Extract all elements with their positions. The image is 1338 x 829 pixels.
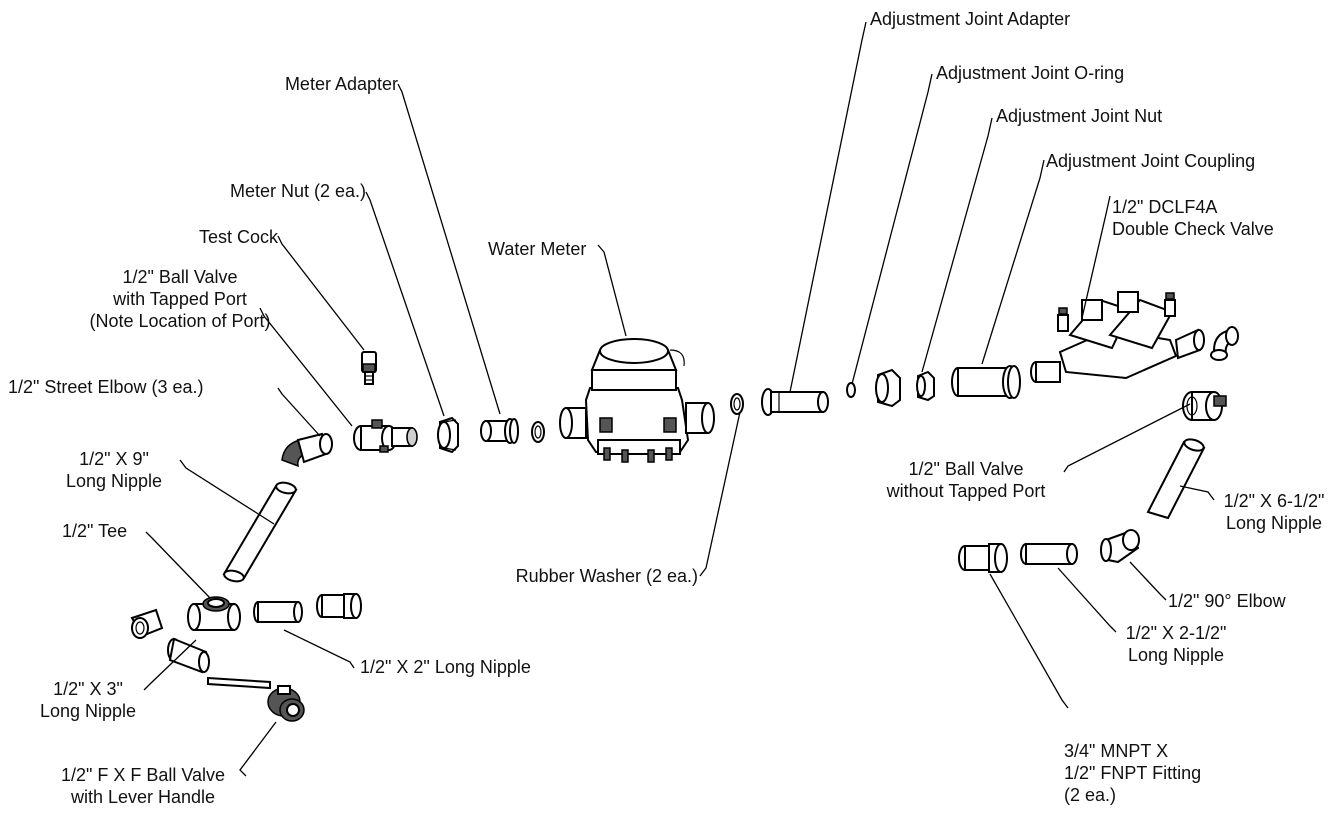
dcv-outlet-elbow-part (1210, 326, 1239, 361)
label-meter-nut: Meter Nut (2 ea.) (229, 181, 366, 201)
adjustment-joint-adapter-part (761, 388, 829, 416)
adjustment-joint-nut-part (875, 368, 901, 408)
label-meter-adapter: Meter Adapter (284, 74, 398, 94)
label-elbow-90: 1/2" 90° Elbow (1168, 591, 1286, 611)
nipple-9-part (222, 481, 298, 583)
rubber-washer-left-part (531, 421, 545, 443)
label-adjustment-joint-coupling: Adjustment Joint Coupling (1046, 151, 1256, 171)
label-nipple-2: 1/2" X 2" Long Nipple (360, 657, 531, 677)
label-tee: 1/2" Tee (62, 521, 128, 541)
tee-part (187, 596, 241, 631)
ball-valve-tapped-part (353, 419, 418, 453)
label-ffball-valve: 1/2" F X F Ball Valve with Lever Handle (60, 765, 226, 807)
meter-adapter-part (480, 418, 519, 444)
elbow-90-part (1100, 529, 1140, 564)
adjustment-joint-oring-part (846, 382, 856, 398)
fitting-right-part (958, 543, 1008, 573)
label-nipple-6-5: 1/2" X 6-1/2" Long Nipple (1223, 491, 1325, 533)
label-nipple-2-5: 1/2" X 2-1/2" Long Nipple (1125, 623, 1227, 665)
adjustment-joint-coupling-part (951, 365, 1021, 399)
label-adjustment-joint-nut: Adjustment Joint Nut (996, 106, 1163, 126)
label-dclf4a-double-check-valve: 1/2" DCLF4A Double Check Valve (1112, 197, 1274, 239)
street-elbow-part (281, 432, 333, 468)
label-test-cock: Test Cock (198, 227, 278, 247)
nipple-2-5-part (1020, 543, 1078, 565)
ball-valve-untapped-part (1182, 391, 1227, 421)
label-ball-valve-untapped: 1/2" Ball Valve without Tapped Port (886, 459, 1046, 501)
meter-nut-part (437, 416, 459, 454)
label-adjustment-joint-adapter: Adjustment Joint Adapter (870, 9, 1071, 29)
water-meter-part (559, 338, 715, 463)
nipple-6-5-part (1146, 438, 1206, 520)
label-nipple-9: 1/2" X 9" Long Nipple (65, 449, 163, 491)
rubber-washer-right-part (730, 393, 744, 415)
label-rubber-washer: Rubber Washer (2 ea.) (515, 566, 698, 586)
fitting-left-part (316, 593, 362, 619)
test-cock-part (361, 351, 377, 385)
ffball-valve-part (207, 676, 305, 722)
nipple-2-part (253, 601, 303, 623)
label-nipple-3: 1/2" X 3" Long Nipple (39, 679, 137, 721)
nipple-3-part (167, 637, 210, 674)
adjustment-joint-small-nut-part (916, 370, 935, 402)
label-fitting: 3/4" MNPT X 1/2" FNPT Fitting (2 ea.) (1064, 741, 1202, 805)
street-elbow-left-part (130, 608, 164, 639)
label-adjustment-joint-oring: Adjustment Joint O-ring (936, 63, 1125, 83)
double-check-valve-part (1030, 291, 1205, 383)
label-street-elbow: 1/2" Street Elbow (3 ea.) (8, 377, 204, 397)
label-water-meter: Water Meter (488, 239, 587, 259)
leader-lines (143, 21, 1215, 777)
label-ball-valve-tapped: 1/2" Ball Valve with Tapped Port (Note L… (89, 267, 271, 331)
